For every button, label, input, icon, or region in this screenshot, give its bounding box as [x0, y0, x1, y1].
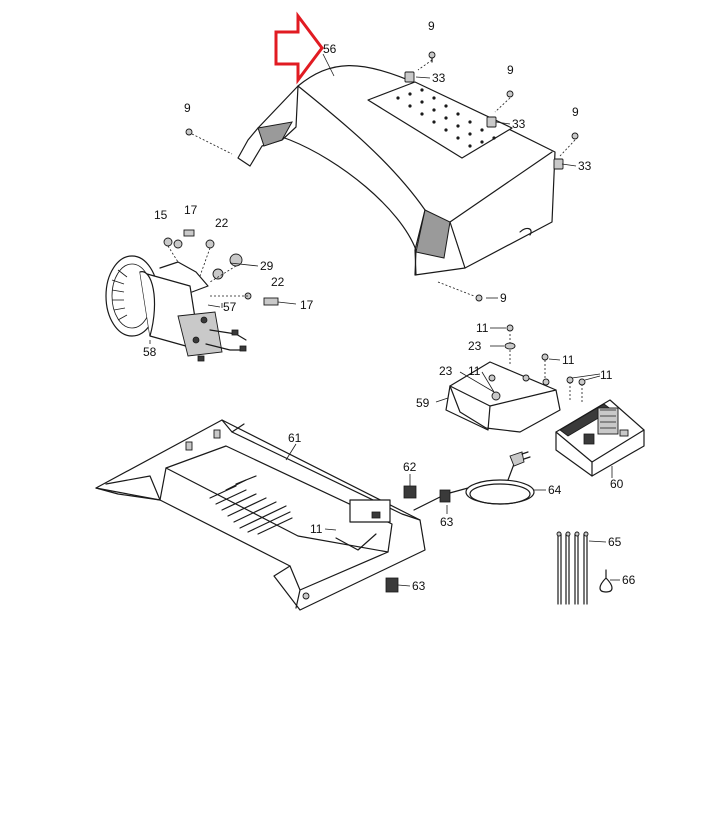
label-33-right: 33 [578, 159, 592, 173]
label-63-b: 63 [412, 579, 426, 593]
power-cord [385, 451, 535, 593]
motor-hood [237, 65, 556, 276]
label-59: 59 [416, 396, 430, 410]
label-9-mid: 9 [507, 63, 514, 77]
callout-arrow-icon [274, 11, 324, 85]
label-60: 60 [610, 477, 624, 491]
drive-motor [105, 255, 247, 362]
label-62: 62 [403, 460, 417, 474]
label-23-b: 23 [439, 364, 453, 378]
label-57: 57 [223, 300, 237, 314]
label-61: 61 [288, 431, 302, 445]
controller-board [555, 399, 645, 477]
label-17-top: 17 [184, 203, 198, 217]
part-labels: 56 9 33 9 33 9 33 9 9 15 17 22 29 22 17 … [143, 19, 636, 593]
label-64: 64 [548, 483, 562, 497]
controller-plate [445, 324, 586, 433]
label-11-c: 11 [468, 364, 481, 378]
label-11-e: 11 [310, 522, 323, 536]
label-9-top: 9 [428, 19, 435, 33]
label-9-right: 9 [572, 105, 579, 119]
label-65: 65 [608, 535, 622, 549]
label-11-b: 11 [562, 353, 575, 367]
label-33-top: 33 [432, 71, 446, 85]
label-22-bottom: 22 [271, 275, 285, 289]
leader-lines [149, 53, 620, 587]
label-63-a: 63 [440, 515, 454, 529]
label-23-a: 23 [468, 339, 482, 353]
label-11-a: 11 [476, 321, 489, 335]
label-17-bottom: 17 [300, 298, 314, 312]
label-58: 58 [143, 345, 157, 359]
label-9-left: 9 [184, 101, 191, 115]
label-33-mid: 33 [512, 117, 526, 131]
label-56: 56 [323, 42, 337, 56]
cable-ties [556, 531, 613, 605]
label-66: 66 [622, 573, 636, 587]
label-15: 15 [154, 208, 168, 222]
label-29: 29 [260, 259, 274, 273]
label-22-top: 22 [215, 216, 229, 230]
label-11-d: 11 [600, 368, 613, 382]
hood-screws [185, 51, 579, 302]
label-9-bottom: 9 [500, 291, 507, 305]
motor-base [95, 419, 426, 611]
